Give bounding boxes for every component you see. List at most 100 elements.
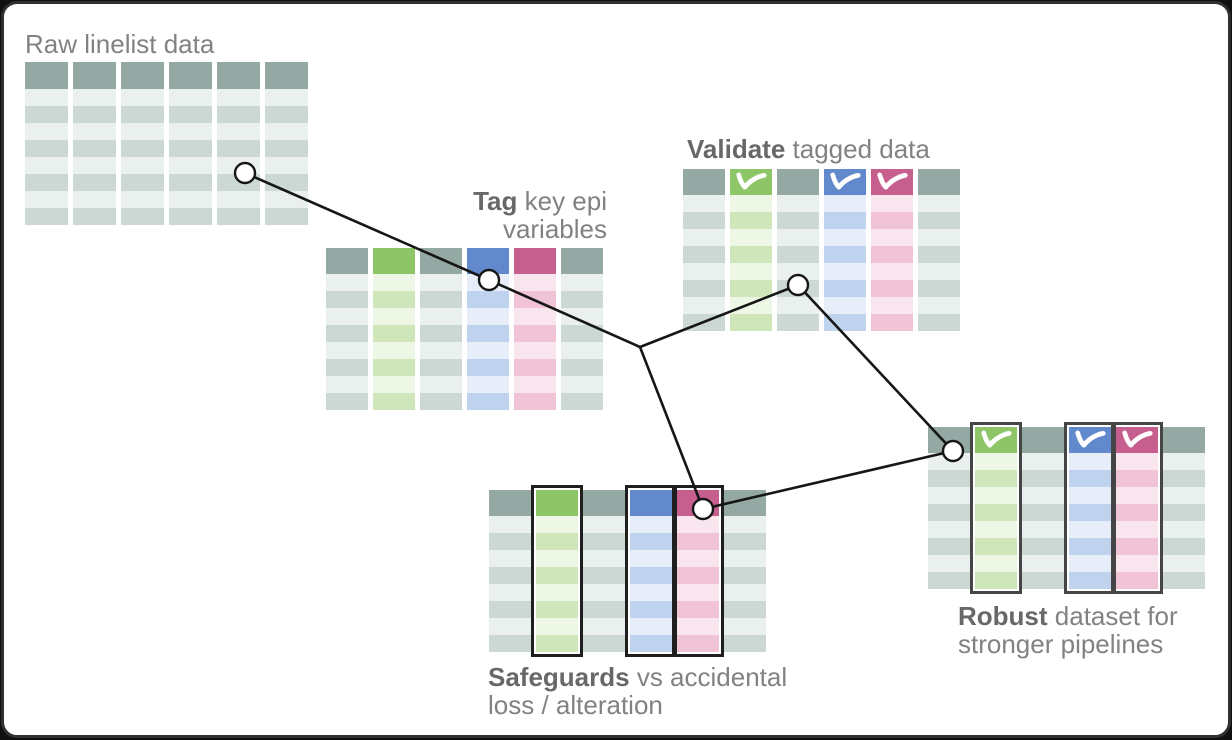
row-cell	[169, 157, 212, 174]
row-cell	[373, 376, 415, 393]
table-validate-column-6	[918, 169, 960, 331]
row-cell	[1069, 555, 1111, 572]
label-line: Tag key epi	[473, 187, 607, 215]
row-cell	[217, 174, 260, 191]
row-cell	[871, 195, 913, 212]
row-cell	[1163, 521, 1205, 538]
label-bold: Safeguards	[488, 662, 630, 692]
column-header	[561, 248, 603, 274]
row-cell	[489, 550, 531, 567]
table-safeguards-column-3	[583, 490, 625, 652]
row-cell	[871, 314, 913, 331]
safeguards-label: Safeguards vs accidental loss / alterati…	[488, 663, 787, 719]
row-cell	[25, 157, 68, 174]
row-cell	[121, 157, 164, 174]
row-cell	[420, 393, 462, 410]
column-header	[217, 62, 260, 89]
row-cell	[420, 308, 462, 325]
table-raw-column-6	[265, 62, 308, 225]
row-cell	[583, 635, 625, 652]
row-cell	[169, 174, 212, 191]
row-cell	[1116, 572, 1158, 589]
row-cell	[928, 470, 970, 487]
row-cell	[536, 533, 578, 550]
row-cell	[928, 538, 970, 555]
row-cell	[73, 208, 116, 225]
row-cell	[73, 140, 116, 157]
row-cell	[265, 157, 308, 174]
row-cell	[630, 550, 672, 567]
row-cell	[918, 229, 960, 246]
table-tag-column-2	[373, 248, 415, 410]
row-cell	[265, 89, 308, 106]
row-cell	[420, 291, 462, 308]
row-cell	[73, 174, 116, 191]
row-cell	[824, 263, 866, 280]
row-cell	[677, 516, 719, 533]
row-cell	[630, 584, 672, 601]
row-cell	[121, 106, 164, 123]
row-cell	[73, 123, 116, 140]
row-cell	[373, 274, 415, 291]
row-cell	[724, 601, 766, 618]
column-protect-box	[1064, 422, 1116, 594]
check-icon	[1075, 430, 1106, 448]
row-cell	[420, 325, 462, 342]
row-cell	[326, 325, 368, 342]
column-header	[683, 169, 725, 195]
table-tag-column-1	[326, 248, 368, 410]
row-cell	[1116, 504, 1158, 521]
row-cell	[217, 157, 260, 174]
row-cell	[683, 297, 725, 314]
row-cell	[1069, 572, 1111, 589]
row-cell	[918, 246, 960, 263]
row-cell	[975, 453, 1017, 470]
row-cell	[420, 376, 462, 393]
column-protect-box	[970, 422, 1022, 594]
label-bold: Robust	[958, 601, 1048, 631]
row-cell	[1163, 453, 1205, 470]
row-cell	[975, 538, 1017, 555]
row-cell	[467, 291, 509, 308]
label-line: Safeguards vs accidental	[488, 663, 787, 691]
table-tag-column-4	[467, 248, 509, 410]
row-cell	[121, 140, 164, 157]
table-raw	[25, 62, 308, 225]
row-cell	[561, 308, 603, 325]
row-cell	[824, 229, 866, 246]
table-tag-column-3	[420, 248, 462, 410]
row-cell	[514, 342, 556, 359]
row-cell	[583, 584, 625, 601]
row-cell	[928, 521, 970, 538]
row-cell	[25, 208, 68, 225]
table-raw-column-2	[73, 62, 116, 225]
column-header	[489, 490, 531, 516]
row-cell	[265, 191, 308, 208]
column-header	[514, 248, 556, 274]
raw-label: Raw linelist data	[25, 30, 214, 58]
row-cell	[630, 533, 672, 550]
row-cell	[1069, 453, 1111, 470]
row-cell	[975, 555, 1017, 572]
row-cell	[121, 208, 164, 225]
row-cell	[824, 280, 866, 297]
table-robust-column-2	[975, 427, 1017, 589]
row-cell	[73, 157, 116, 174]
row-cell	[326, 342, 368, 359]
row-cell	[630, 635, 672, 652]
row-cell	[824, 195, 866, 212]
row-cell	[326, 359, 368, 376]
row-cell	[489, 618, 531, 635]
row-cell	[1069, 538, 1111, 555]
row-cell	[25, 174, 68, 191]
row-cell	[1022, 555, 1064, 572]
row-cell	[777, 263, 819, 280]
row-cell	[724, 567, 766, 584]
row-cell	[824, 246, 866, 263]
row-cell	[918, 314, 960, 331]
row-cell	[730, 297, 772, 314]
row-cell	[536, 584, 578, 601]
row-cell	[25, 123, 68, 140]
row-cell	[121, 191, 164, 208]
row-cell	[583, 567, 625, 584]
